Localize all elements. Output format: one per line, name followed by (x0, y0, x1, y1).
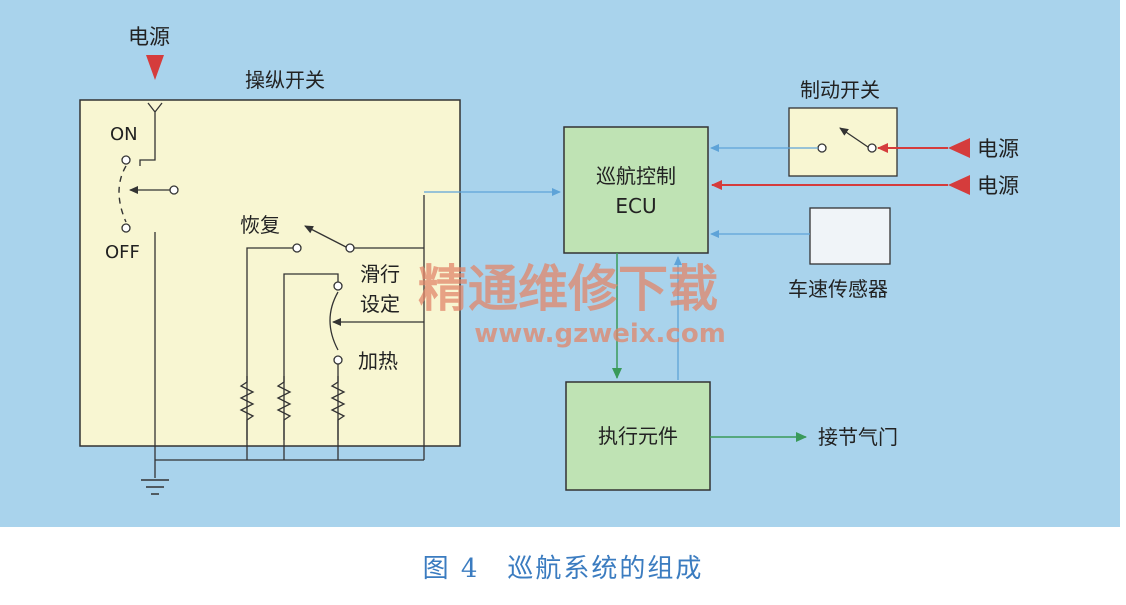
resistor-3-icon (330, 376, 346, 440)
throttle-label: 接节气门 (818, 425, 898, 449)
power-1-arrow-icon (948, 138, 970, 158)
coast-contact (333, 281, 343, 291)
brake-switch-title: 制动开关 (800, 78, 880, 102)
ground-icon (141, 479, 169, 495)
set-switch-arm (329, 291, 339, 351)
actuator-block (565, 381, 711, 491)
watermark-url: www.gzweix.com (474, 319, 726, 349)
coast-label: 滑行 (360, 262, 400, 286)
main-switch-arm (118, 165, 127, 223)
figure-number: 图 4 (422, 554, 480, 584)
ecu-label-line1: 巡航控制 (596, 164, 676, 188)
resume-label: 恢复 (240, 213, 280, 237)
off-label: OFF (105, 242, 140, 263)
figure-title: 巡航系统的组成 (507, 554, 704, 584)
center-contact (169, 185, 179, 195)
brake-contact-right (867, 143, 877, 153)
power-top-label: 电源 (128, 25, 170, 49)
set-label: 设定 (360, 292, 400, 316)
figure-caption: 图 4 巡航系统的组成 (0, 548, 1126, 585)
power-2-arrow-icon (948, 175, 970, 195)
actuator-label: 执行元件 (598, 424, 678, 448)
watermark-title: 精通维修下载 (418, 260, 718, 318)
control-switch-panel (79, 99, 461, 447)
resume-contact-right (345, 243, 355, 253)
control-switch-title: 操纵开关 (245, 68, 325, 92)
power-top-arrow-icon (146, 55, 164, 80)
off-contact (121, 223, 131, 233)
power-2-label: 电源 (977, 174, 1019, 198)
on-label: ON (110, 124, 138, 145)
brake-contact-left (817, 143, 827, 153)
on-contact (121, 155, 131, 165)
speed-sensor-box (809, 207, 891, 265)
accel-contact (333, 355, 343, 365)
resume-contact-left (292, 243, 302, 253)
ecu-block (563, 126, 709, 254)
ecu-label-line2: ECU (615, 194, 656, 218)
power-1-label: 电源 (977, 137, 1019, 161)
resistor-1-icon (239, 376, 255, 440)
resistor-2-icon (276, 376, 292, 440)
speed-sensor-label: 车速传感器 (788, 277, 888, 301)
accel-label: 加热 (358, 349, 398, 373)
brake-switch-box (788, 107, 898, 177)
